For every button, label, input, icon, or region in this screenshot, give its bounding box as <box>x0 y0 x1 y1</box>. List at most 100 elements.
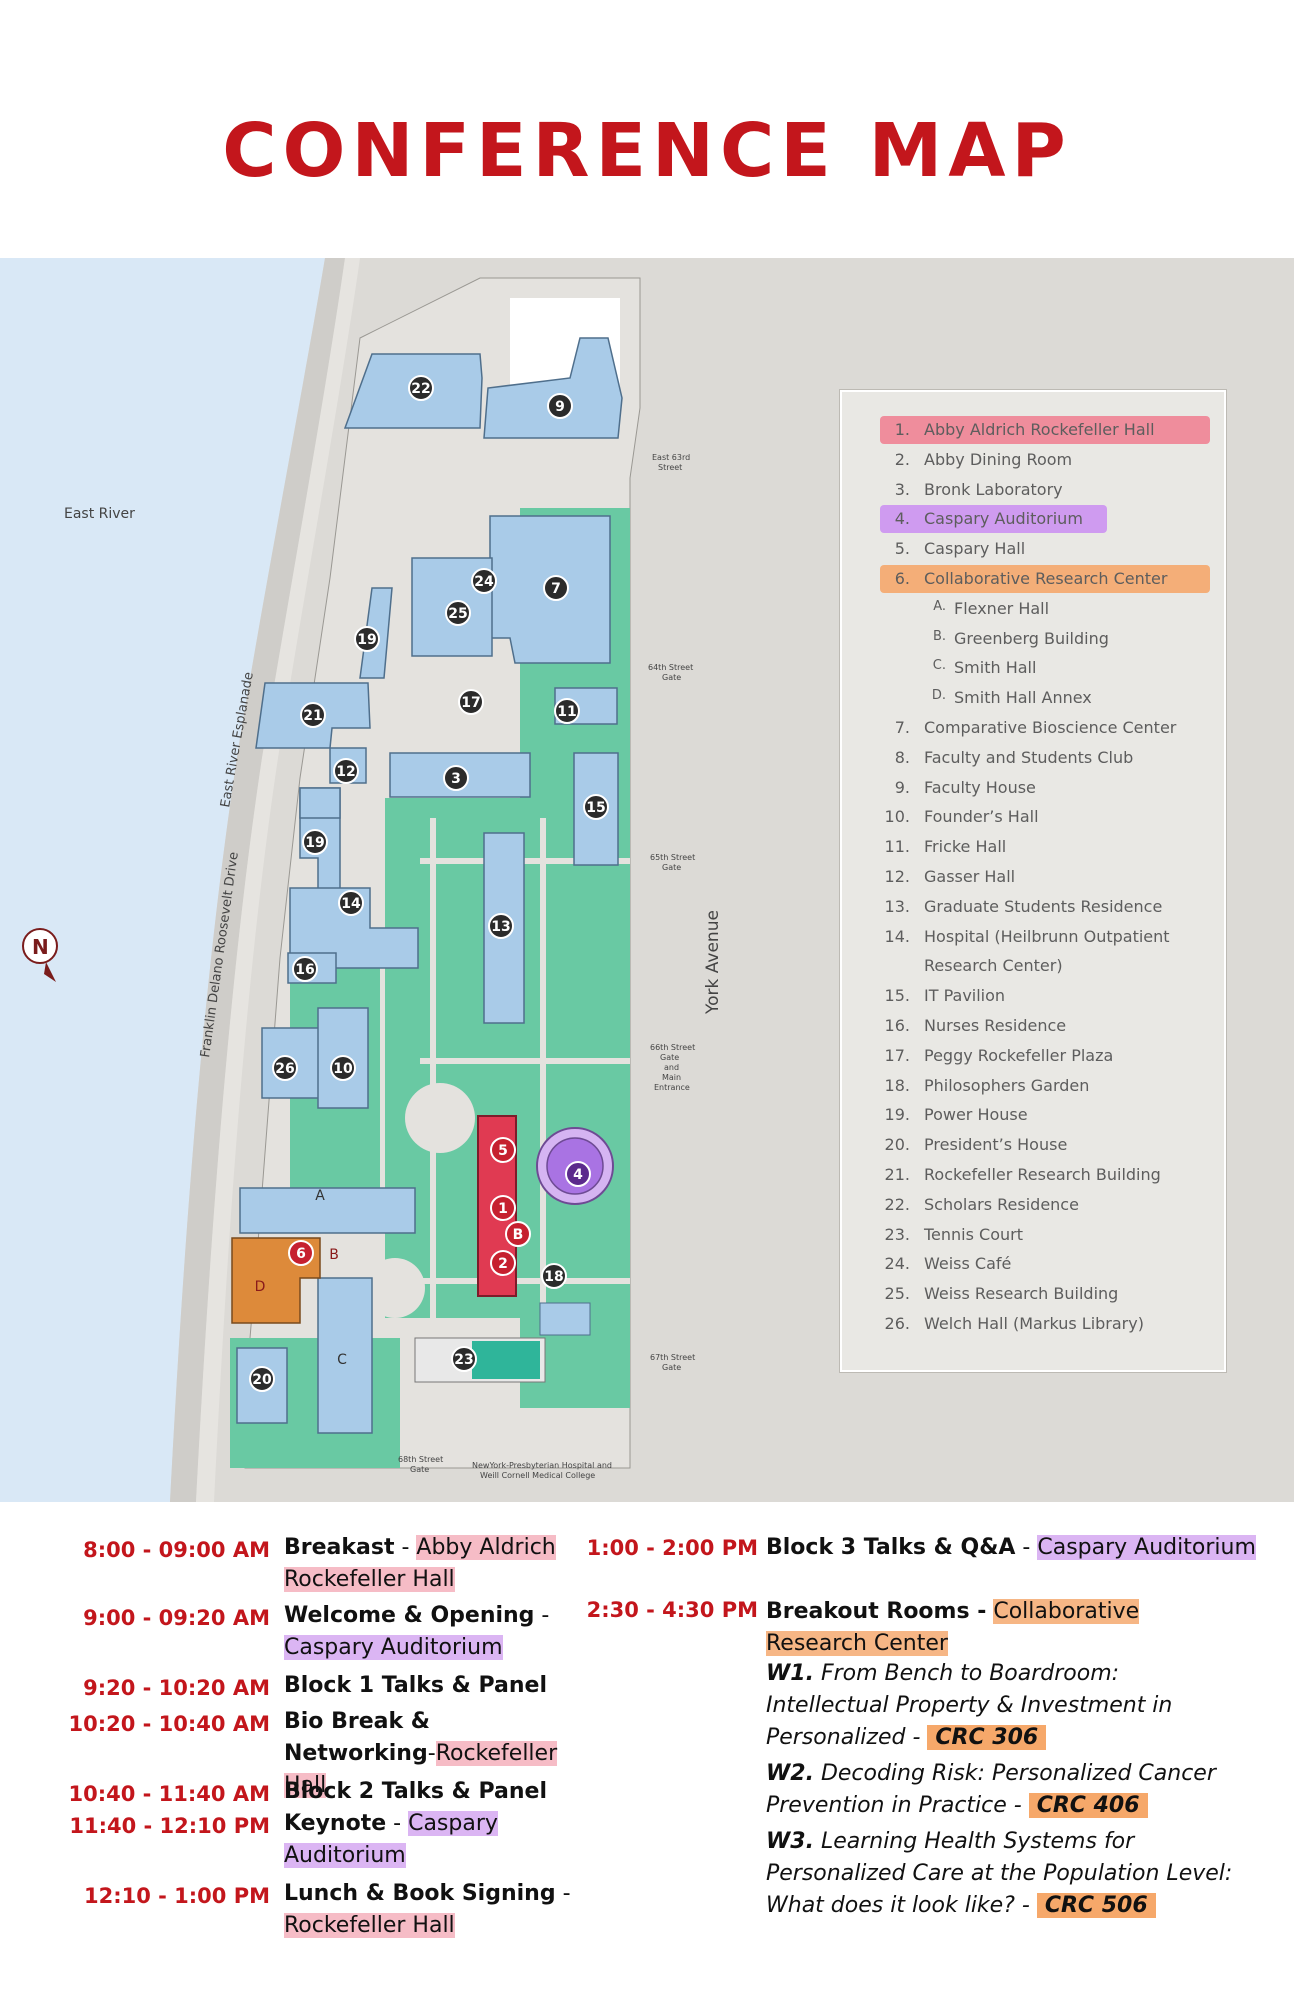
legend-label: Tennis Court <box>924 1224 1023 1244</box>
gate66-line3: and <box>664 1063 679 1072</box>
schedule-event: Welcome & Opening - Caspary Auditorium <box>284 1600 584 1664</box>
gate65-line2: Gate <box>662 863 681 872</box>
schedule-time: 8:00 - 09:00 AM <box>83 1538 270 1562</box>
svg-text:18: 18 <box>544 1269 563 1285</box>
gate68-line1: 68th Street <box>398 1455 443 1464</box>
legend-label: President’s House <box>924 1135 1068 1155</box>
legend-item: 13.Graduate Students Residence <box>842 897 1224 927</box>
hospital-line2: Weill Cornell Medical College <box>480 1471 595 1480</box>
legend-number: 6. <box>894 568 910 588</box>
building-marker: 19 <box>354 626 380 652</box>
building-marker: 13 <box>488 913 514 939</box>
legend-number: A. <box>933 598 946 614</box>
building-marker: 1 <box>490 1195 516 1221</box>
legend-label: Caspary Hall <box>924 539 1026 559</box>
building-marker: D <box>255 1279 266 1295</box>
event-location: Rockefeller Hall <box>284 1567 455 1592</box>
building-marker: 19 <box>302 829 328 855</box>
schedule-time: 11:40 - 12:10 PM <box>69 1814 270 1838</box>
legend-label: Welch Hall (Markus Library) <box>924 1313 1144 1333</box>
legend-number: 18. <box>884 1075 910 1095</box>
legend-label: Peggy Rockefeller Plaza <box>924 1045 1114 1065</box>
building-marker: 15 <box>583 794 609 820</box>
legend-label: Research Center) <box>924 956 1063 976</box>
legend-number: D. <box>931 688 946 704</box>
workshop-room: CRC 506 <box>1036 1893 1156 1918</box>
workshop-id: W3. <box>766 1829 814 1854</box>
building-marker: 10 <box>330 1055 356 1081</box>
svg-text:20: 20 <box>252 1372 272 1388</box>
compass-icon: N <box>22 928 58 982</box>
legend-number: B. <box>932 628 946 644</box>
legend-item: 11.Fricke Hall <box>842 837 1224 867</box>
legend-item: 20.President’s House <box>842 1135 1224 1165</box>
svg-text:19: 19 <box>305 835 324 851</box>
svg-text:13: 13 <box>491 919 510 935</box>
breakout-time: 2:30 - 4:30 PM <box>586 1598 758 1622</box>
building-marker: 4 <box>565 1161 591 1187</box>
legend-label: IT Pavilion <box>924 986 1006 1006</box>
schedule-time: 9:20 - 10:20 AM <box>83 1676 270 1700</box>
building-marker: 22 <box>408 375 434 401</box>
building-marker: 11 <box>554 698 580 724</box>
event-title: Block 1 Talks & Panel <box>284 1673 548 1698</box>
svg-text:11: 11 <box>557 704 576 720</box>
legend-label: Graduate Students Residence <box>924 896 1163 916</box>
legend-number: 12. <box>884 866 910 886</box>
event-separator: - <box>386 1811 409 1836</box>
event-title: Lunch & Book Signing <box>284 1881 556 1906</box>
legend-item: 21.Rockefeller Research Building <box>842 1165 1224 1195</box>
legend-item: 2.Abby Dining Room <box>842 450 1224 480</box>
svg-text:23: 23 <box>454 1352 473 1368</box>
building-marker: A <box>315 1188 325 1204</box>
workshop-text: Personalized Care at the Population Leve… <box>766 1861 1233 1886</box>
event-separator: - <box>427 1741 436 1766</box>
legend-highlight <box>880 505 1108 534</box>
event-location: Abby Aldrich <box>416 1535 556 1560</box>
svg-text:6: 6 <box>296 1246 306 1262</box>
legend-item: 22.Scholars Residence <box>842 1195 1224 1225</box>
workshop-id: W2. <box>766 1761 814 1786</box>
legend-item: 26. Welch Hall (Markus Library) <box>842 1314 1224 1344</box>
page-title: CONFERENCE MAP <box>222 108 1072 194</box>
workshop-id: W1. <box>766 1661 814 1686</box>
workshop-item: W1. From Bench to Boardroom:Intellectual… <box>766 1658 1286 1754</box>
gate66-line5: Entrance <box>654 1083 690 1092</box>
legend-label: Abby Aldrich Rockefeller Hall <box>924 420 1155 439</box>
svg-text:16: 16 <box>295 962 314 978</box>
legend-item: 16.Nurses Residence <box>842 1016 1224 1046</box>
legend-label: Collaborative Research Center <box>924 568 1168 588</box>
gate66-line2: Gate <box>660 1053 679 1062</box>
legend-number: 19. <box>884 1105 910 1125</box>
svg-text:25: 25 <box>448 606 467 622</box>
legend-number: 4. <box>894 509 910 529</box>
legend-item: 7.Comparative Bioscience Center <box>842 718 1224 748</box>
event-title: Breakast <box>284 1535 395 1560</box>
legend-label: Weiss Café <box>924 1254 1012 1274</box>
svg-text:7: 7 <box>551 581 561 597</box>
legend-item: 3.Bronk Laboratory <box>842 480 1224 510</box>
building-marker: 17 <box>458 689 484 715</box>
schedule-event: Block 1 Talks & Panel <box>284 1670 584 1702</box>
event-separator: - <box>394 1535 417 1560</box>
gate67-line2: Gate <box>662 1363 681 1372</box>
svg-text:A: A <box>315 1188 325 1204</box>
schedule-event: Lunch & Book Signing - Rockefeller Hall <box>284 1878 584 1942</box>
legend-number: 24. <box>884 1254 910 1274</box>
workshop-text: Intellectual Property & Investment in <box>766 1693 1173 1718</box>
legend-item: 5.Caspary Hall <box>842 539 1224 569</box>
building-marker: B <box>329 1247 339 1263</box>
gate63-line1: East 63rd <box>652 453 690 462</box>
legend-number: 26. <box>884 1313 910 1333</box>
workshop-text: What does it look like? - <box>766 1893 1037 1918</box>
building-marker: 12 <box>333 758 359 784</box>
legend-label: Gasser Hall <box>924 866 1016 886</box>
workshop-text: Decoding Risk: Personalized Cancer <box>820 1761 1216 1786</box>
building-marker: 7 <box>543 575 569 601</box>
legend-label: Smith Hall <box>954 658 1037 678</box>
svg-text:12: 12 <box>336 764 355 780</box>
legend-label: Faculty House <box>924 777 1036 797</box>
